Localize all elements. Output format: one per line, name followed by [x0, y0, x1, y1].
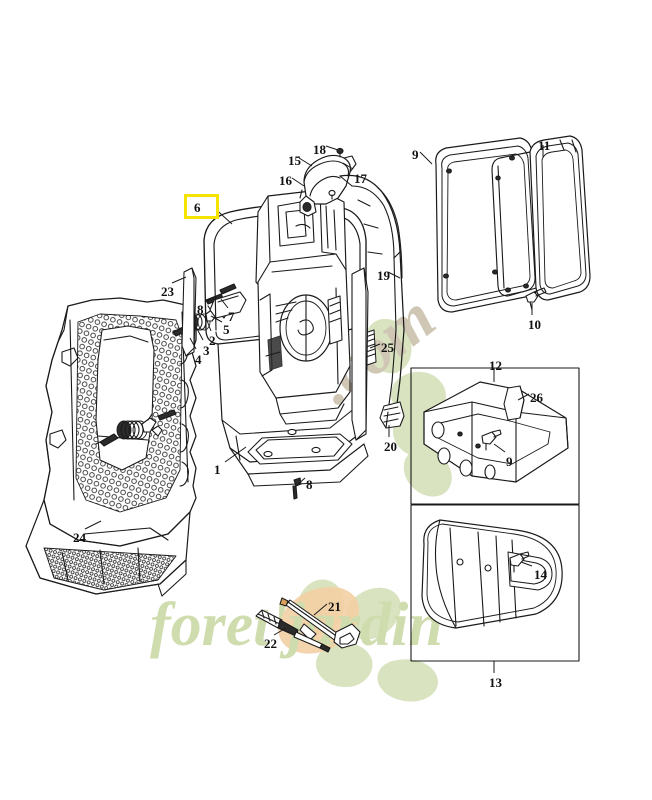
part-wrench: [279, 597, 361, 649]
callout-12: 12: [489, 358, 502, 373]
callout-11: 11: [538, 138, 551, 153]
callout-20: 20: [384, 439, 397, 454]
part-10-fastener: [525, 287, 547, 311]
callout-21: 21: [328, 599, 341, 614]
part-harness-strap: [339, 174, 405, 429]
callout-26: 26: [530, 390, 543, 405]
part-23-strip: [181, 267, 197, 357]
part-8-screw-bottom: [292, 477, 302, 500]
callout-8: 8: [306, 477, 313, 492]
callout-24: 24: [73, 530, 86, 545]
part-engine-housing: [255, 189, 351, 425]
callout-3: 3: [203, 343, 210, 358]
callout-22: 22: [264, 636, 277, 651]
highlight-number-6: 6: [194, 200, 201, 215]
leader-lines: [84, 145, 544, 673]
highlight-box-part-6[interactable]: [184, 194, 219, 219]
part-tool-tray: [423, 381, 569, 483]
callout-9: 9: [506, 454, 513, 469]
callout-25: 25: [381, 340, 394, 355]
panel-12-frame: [410, 367, 580, 505]
part-screwdriver: [255, 609, 331, 653]
part-back-pad-right: [491, 135, 591, 301]
callout-16: 16: [279, 173, 292, 188]
part-mesh-guard: [25, 297, 197, 597]
callout-18: 18: [313, 142, 326, 157]
callout-13: 13: [489, 675, 502, 690]
callout-14: 14: [534, 567, 547, 582]
callout-1: 1: [214, 462, 221, 477]
callout-5: 5: [223, 322, 230, 337]
callout-23: 23: [161, 284, 174, 299]
callout-10: 10: [528, 317, 541, 332]
part-carrying-case: [421, 519, 563, 629]
callout-17: 17: [354, 171, 367, 186]
callout-7: 7: [228, 309, 235, 324]
callout-4: 4: [195, 352, 202, 367]
callout-2: 2: [209, 333, 216, 348]
part-spring-left: [95, 409, 177, 447]
part-control-grip: [299, 147, 357, 217]
callout-8: 8: [197, 302, 204, 317]
callout-15: 15: [288, 153, 301, 168]
panel-13-frame: [410, 504, 580, 662]
callout-19: 19: [377, 268, 390, 283]
callout-9: 9: [412, 147, 419, 162]
